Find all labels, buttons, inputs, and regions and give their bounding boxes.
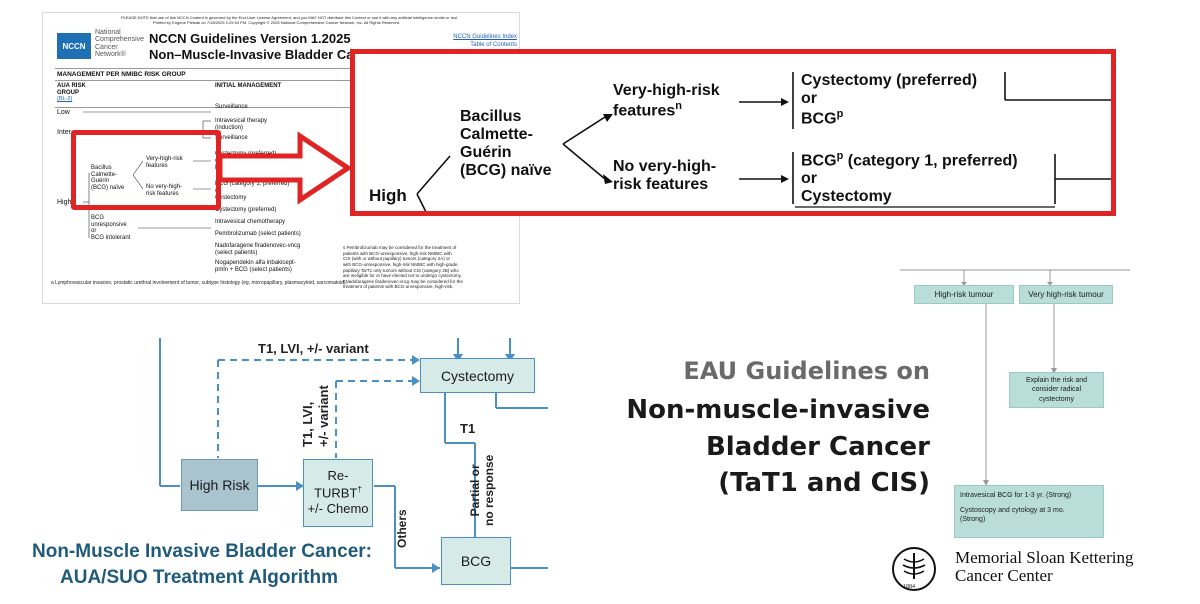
zoom-vhr: Very-high-risk featuresn <box>613 82 720 120</box>
bcg-unresponsive-label: BCG unresponsive or BCG intolerant <box>91 215 131 241</box>
guidelines-index-link[interactable]: NCCN Guidelines Index <box>453 34 517 40</box>
aua-others-label: Others <box>395 509 409 548</box>
select-patients: (select patients) <box>215 250 258 256</box>
nccn-version: NCCN Guidelines Version 1.2025 <box>149 31 351 46</box>
eau-connectors <box>900 269 1130 486</box>
aua-connectors <box>159 338 548 573</box>
eau-high-risk-box: High-risk tumour <box>914 285 1014 304</box>
aua-cystectomy-box: Cystectomy <box>420 358 535 393</box>
aua-partial-label: Partial or no response <box>468 454 497 526</box>
col-risk-header: AUA RISK GROUP <box>57 83 86 96</box>
highlight-box <box>71 130 221 210</box>
induction: (induction) <box>215 125 244 131</box>
msk-wordmark: Memorial Sloan Kettering Cancer Center <box>955 549 1133 585</box>
zoom-option-2: BCGp (category 1, preferred) or Cystecto… <box>801 150 1018 206</box>
aua-t1-label: T1, LVI, +/- variant <box>258 341 369 356</box>
col-risk-ref[interactable]: (BL-2) <box>57 96 73 102</box>
eau-explain-box: Explain the risk and consider radical cy… <box>1009 372 1104 408</box>
aua-high-risk-box: High Risk <box>181 459 258 511</box>
aua-caption-line-2: AUA/SUO Treatment Algorithm <box>60 567 338 588</box>
nccn-org-name: National Comprehensive Cancer Network® <box>95 29 145 59</box>
eau-title-line-2: Non-muscle-invasive <box>626 395 930 425</box>
table-of-contents-link[interactable]: Table of Contents <box>470 42 517 49</box>
eau-title-line-4: (TaT1 and CIS) <box>718 468 930 498</box>
disclaimer-line-2: Printed by Eugene Pietzak on 7/18/2025 2… <box>153 20 401 25</box>
divider <box>55 68 515 69</box>
pembrolizumab: Pembrolizumab (select patients) <box>215 231 301 237</box>
section-header: MANAGEMENT PER NMIBC RISK GROUP <box>57 71 186 78</box>
eau-very-high-risk-box: Very high-risk tumour <box>1019 285 1113 304</box>
nogapendekin: Nogapendekin alfa inbakicept- <box>215 260 296 266</box>
footnote-p: s Pembrolizumab may be considered for th… <box>343 245 463 290</box>
bcg-cat1: BCG (category 1, preferred) <box>215 181 290 187</box>
zoom-high: High <box>369 186 407 205</box>
disclaimer-line-1: PLEASE NOTE that use of this NCCN Conten… <box>121 15 459 20</box>
zoom-bcg-naive: Bacillus Calmette- Guérin (BCG) naïve <box>460 108 552 179</box>
nccn-topic: Non–Muscle-Invasive Bladder Cancer <box>149 47 381 63</box>
zoom-connectors <box>416 72 1111 211</box>
nccn-nav-links: NCCN Guidelines Index Table of Contents <box>437 33 517 50</box>
msk-line-2: Cancer Center <box>955 565 1053 585</box>
nccn-title: NCCN Guidelines Version 1.2025 Non–Muscl… <box>149 31 381 64</box>
eau-title-line-1: EAU Guidelines on <box>683 357 930 385</box>
aua-t1-vertical: T1, LVI, +/- variant <box>300 385 331 447</box>
eau-bcg-box: Intravesical BCG for 1-3 yr. (Strong) Cy… <box>954 485 1104 538</box>
surveillance-2: Surveillance <box>215 135 248 141</box>
aua-returbt-box: Re- TURBT† +/- Chemo <box>303 459 373 527</box>
nogapendekin-2: pmln + BCG (select patients) <box>215 267 292 273</box>
risk-intermediate: Inter <box>57 129 72 136</box>
bcg-naive-label: Bacillus Calmette- Guérin (BCG) naïve <box>91 165 125 191</box>
zoom-no-vhr: No very-high- risk features <box>613 158 717 193</box>
divider <box>55 80 515 81</box>
eau-title-line-3: Bladder Cancer <box>705 432 930 462</box>
intravesical-therapy: Intravesical therapy <box>215 118 268 124</box>
msk-line-1: Memorial Sloan Kettering <box>955 548 1134 567</box>
cyst-preferred-2: Cystectomy (preferred) <box>215 207 277 213</box>
aua-t1: T1 <box>460 421 476 436</box>
zoom-option-1: Cystectomy (preferred) or BCGp <box>801 72 978 128</box>
footnote-a: a Lymphovascular invasion, prostatic ure… <box>51 280 347 286</box>
nccn-logo: NCCN <box>57 33 91 59</box>
zoomed-detail: High Bacillus Calmette- Guérin (BCG) naï… <box>350 49 1116 216</box>
msk-year: 1884 <box>903 584 915 590</box>
risk-low: Low <box>57 109 70 116</box>
cystectomy: Cystectomy <box>215 195 247 201</box>
col-initial-header: INITIAL MANAGEMENT <box>215 83 282 89</box>
no-vhr-label: No very-high- risk features <box>146 184 183 197</box>
vhr-label: Very-high-risk features <box>146 156 183 169</box>
nadofaragene: Nadofaragene firadenovec-vncg <box>215 243 301 249</box>
surveillance-1: Surveillance <box>215 104 248 110</box>
intravesical-chemo: Intravesical chemotherapy <box>215 219 286 225</box>
callout-arrow <box>217 131 353 205</box>
aua-caption-line-1: Non-Muscle Invasive Bladder Cancer: <box>32 541 372 562</box>
risk-high: High <box>57 199 72 206</box>
aua-bcg-box: BCG <box>441 537 511 585</box>
aua-algorithm: T1, LVI, +/- variant T1, LVI, +/- varian… <box>0 318 560 604</box>
msk-logo-icon: 1884 <box>892 547 936 591</box>
divider <box>55 107 515 108</box>
